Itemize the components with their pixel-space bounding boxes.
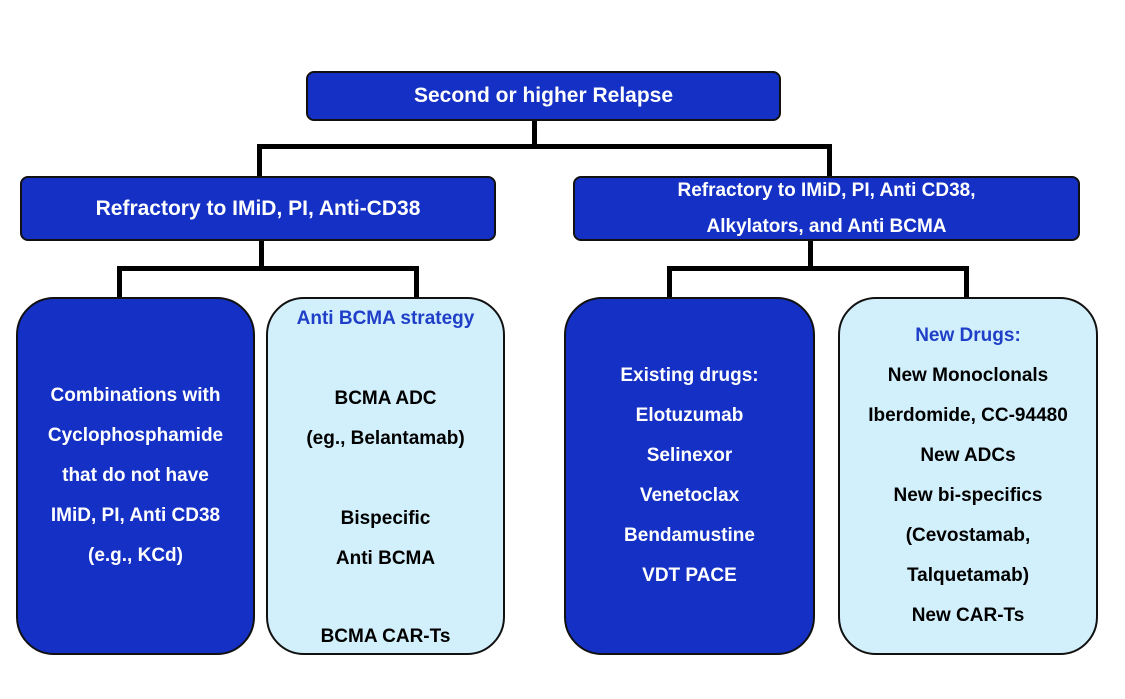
leaf-anti-bcma: Anti BCMA strategy BCMA ADC (eg., Belant… [266,297,505,655]
leaf-new-drugs-line: New CAR-Ts [911,605,1025,626]
connector-right-right-drop [964,266,969,298]
branch-right-node: Refractory to IMiD, PI, Anti CD38, Alkyl… [573,176,1080,241]
connector-root-right-drop [827,144,832,178]
leaf-anti-bcma-line: Bispecific [340,508,431,529]
leaf-combinations: Combinations with Cyclophosphamide that … [16,297,255,655]
connector-left-horizontal [117,266,419,271]
leaf-anti-bcma-heading: Anti BCMA strategy [296,308,475,329]
leaf-combinations-line: IMiD, PI, Anti CD38 [50,505,221,526]
leaf-combinations-line: Combinations with [50,385,221,406]
leaf-new-drugs-line: New bi-specifics [893,485,1043,506]
connector-left-down [259,241,264,269]
connector-right-left-drop [667,266,672,298]
leaf-combinations-line: that do not have [62,465,209,486]
leaf-new-drugs-line: New ADCs [920,445,1016,466]
branch-left-label: Refractory to IMiD, PI, Anti-CD38 [95,196,421,220]
connector-right-horizontal [667,266,969,271]
root-label: Second or higher Relapse [413,84,674,107]
leaf-new-drugs-heading: New Drugs: [915,325,1021,346]
connector-root-left-drop [257,144,262,178]
connector-left-left-drop [117,266,122,298]
leaf-existing-drugs-line: VDT PACE [642,565,737,586]
leaf-new-drugs-line: New Monoclonals [887,365,1049,386]
leaf-existing-drugs-line: Bendamustine [624,525,755,546]
connector-left-right-drop [414,266,419,298]
connector-right-down [808,241,813,269]
leaf-anti-bcma-line: Anti BCMA [335,548,436,569]
leaf-new-drugs-line: Talquetamab) [906,565,1030,586]
connector-root-horizontal [257,144,832,149]
leaf-new-drugs: New Drugs: New Monoclonals Iberdomide, C… [838,297,1098,655]
leaf-existing-drugs: Existing drugs: Elotuzumab Selinexor Ven… [564,297,815,655]
leaf-existing-drugs-line: Venetoclax [639,485,740,506]
connector-root-down [532,121,537,147]
leaf-anti-bcma-line: BCMA ADC [334,388,437,409]
leaf-new-drugs-line: Iberdomide, CC-94480 [868,405,1068,426]
branch-left-node: Refractory to IMiD, PI, Anti-CD38 [20,176,496,241]
leaf-combinations-line: Cyclophosphamide [47,425,224,446]
leaf-combinations-line: (e.g., KCd) [88,545,183,566]
leaf-existing-drugs-line: Elotuzumab [635,405,744,426]
leaf-anti-bcma-line: BCMA CAR-Ts [320,626,451,647]
leaf-existing-drugs-line: Selinexor [646,445,733,466]
leaf-existing-drugs-heading: Existing drugs: [620,365,759,386]
leaf-anti-bcma-line: (eg., Belantamab) [306,428,465,449]
leaf-new-drugs-line: (Cevostamab, [905,525,1031,546]
root-node: Second or higher Relapse [306,71,781,121]
branch-right-label-line-1: Refractory to IMiD, PI, Anti CD38, [677,179,976,201]
branch-right-label-line-2: Alkylators, and Anti BCMA [706,215,947,237]
